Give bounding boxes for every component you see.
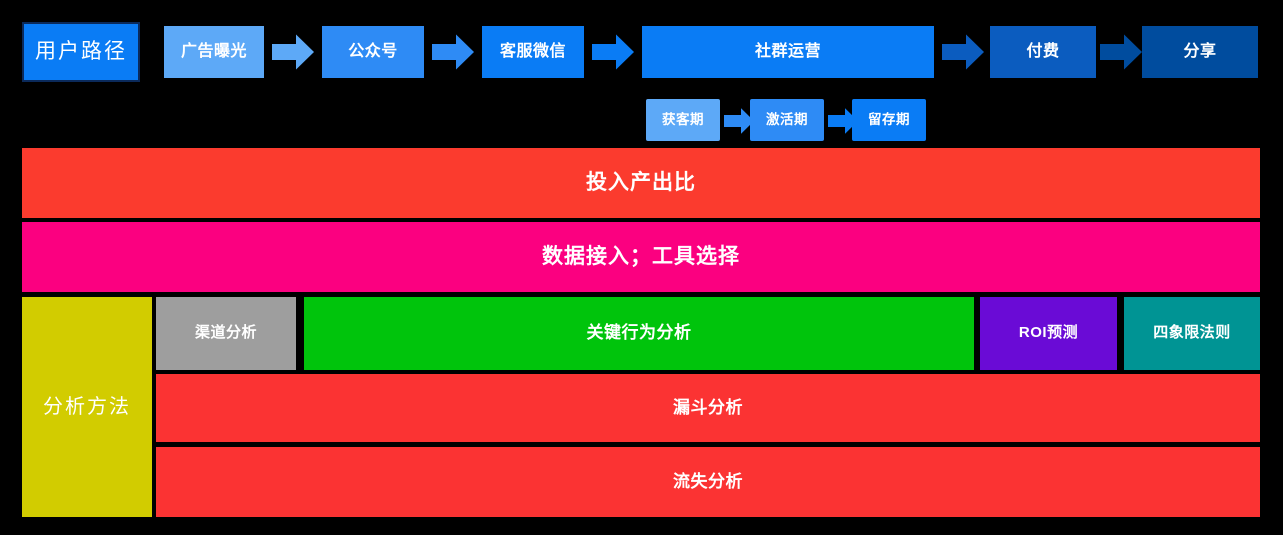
stage-box-official-account[interactable]: 公众号 <box>322 26 424 78</box>
method-label: ROI预测 <box>1018 324 1079 342</box>
arrow-head <box>615 34 634 70</box>
banner-roi[interactable]: 投入产出比 <box>22 148 1260 218</box>
stage-box-payment[interactable]: 付费 <box>990 26 1096 78</box>
arrow-shaft <box>1100 44 1125 60</box>
substage-box-retention[interactable]: 留存期 <box>852 99 926 141</box>
method-box-key-behavior-analysis[interactable]: 关键行为分析 <box>304 297 974 370</box>
arrow-right-icon-3 <box>592 34 634 70</box>
arrow-shaft <box>724 115 742 127</box>
arrow-head <box>965 34 984 70</box>
analysis-methods-label-text: 分析方法 <box>43 396 131 418</box>
stage-label: 广告曝光 <box>180 43 247 61</box>
method-box-funnel-analysis[interactable]: 漏斗分析 <box>156 374 1260 442</box>
arrow-right-icon-2 <box>432 34 474 70</box>
user-path-label-box[interactable]: 用户路径 <box>22 22 140 82</box>
substage-box-acquisition[interactable]: 获客期 <box>646 99 720 141</box>
banner-data-tools[interactable]: 数据接入；工具选择 <box>22 222 1260 292</box>
method-label: 关键行为分析 <box>586 323 692 343</box>
analysis-methods-side-label[interactable]: 分析方法 <box>22 297 152 517</box>
method-box-roi-prediction[interactable]: ROI预测 <box>980 297 1117 370</box>
arrow-shaft <box>592 44 617 60</box>
stage-box-share[interactable]: 分享 <box>1142 26 1258 78</box>
arrow-right-icon-5 <box>1100 34 1142 70</box>
arrow-shaft <box>828 115 846 127</box>
arrow-shaft <box>942 44 967 60</box>
method-box-channel-analysis[interactable]: 渠道分析 <box>156 297 296 370</box>
arrow-right-icon-1 <box>272 34 314 70</box>
substage-label: 留存期 <box>868 111 910 127</box>
user-path-label-text: 用户路径 <box>35 40 127 64</box>
arrow-head <box>1123 34 1142 70</box>
arrow-shaft <box>432 44 457 60</box>
stage-box-customer-service-wechat[interactable]: 客服微信 <box>482 26 584 78</box>
arrow-shaft <box>272 44 297 60</box>
banner-label: 数据接入；工具选择 <box>542 245 740 269</box>
stage-label: 分享 <box>1183 43 1217 61</box>
stage-label: 社群运营 <box>754 43 821 61</box>
stage-box-ad-exposure[interactable]: 广告曝光 <box>164 26 264 78</box>
stage-label: 付费 <box>1026 43 1060 61</box>
banner-label: 投入产出比 <box>586 171 696 195</box>
method-label: 四象限法则 <box>1153 324 1231 342</box>
stage-label: 客服微信 <box>499 43 566 61</box>
arrow-head <box>295 34 314 70</box>
method-label: 渠道分析 <box>194 324 257 342</box>
stage-label: 公众号 <box>348 43 398 61</box>
substage-label: 获客期 <box>662 111 704 127</box>
substage-label: 激活期 <box>766 111 808 127</box>
arrow-right-icon-4 <box>942 34 984 70</box>
method-box-four-quadrant-rule[interactable]: 四象限法则 <box>1124 297 1260 370</box>
substage-box-activation[interactable]: 激活期 <box>750 99 824 141</box>
arrow-head <box>455 34 474 70</box>
method-label: 漏斗分析 <box>673 397 743 417</box>
method-box-churn-analysis[interactable]: 流失分析 <box>156 447 1260 517</box>
stage-box-community-operation[interactable]: 社群运营 <box>642 26 934 78</box>
method-label: 流失分析 <box>673 471 743 491</box>
